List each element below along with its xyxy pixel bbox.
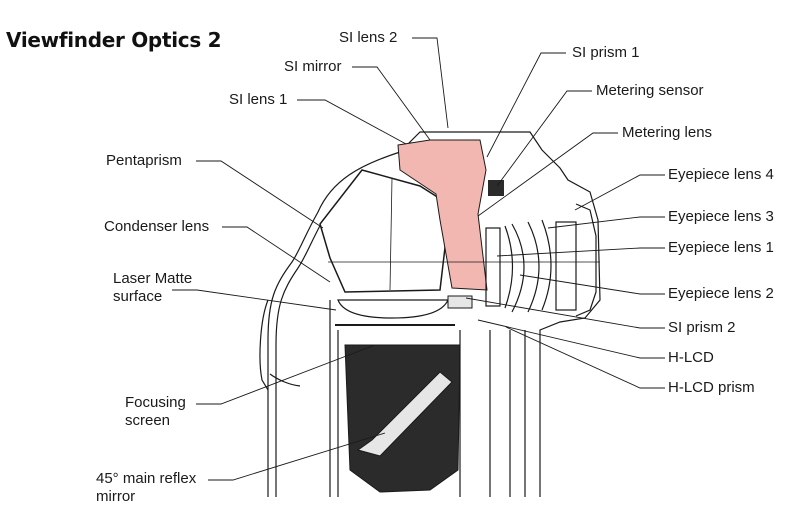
main-reflex-mirror-shape: [356, 371, 453, 457]
label-eyepiece-lens-3: Eyepiece lens 3: [668, 208, 774, 225]
eyepiece-group: [485, 203, 597, 317]
label-si-mirror: SI mirror: [284, 58, 342, 75]
h-lcd-shape: [447, 295, 473, 309]
label-metering-sensor: Metering sensor: [596, 82, 704, 99]
frame-lines: [329, 300, 526, 497]
pentaprism-edge: [389, 177, 393, 291]
label-laser-matte-surface-line1: Laser Matte: [113, 270, 193, 287]
label-eyepiece-lens-1: Eyepiece lens 1: [668, 239, 774, 256]
label-condenser-lens: Condenser lens: [104, 218, 210, 235]
label-eyepiece-lens-4: Eyepiece lens 4: [668, 166, 774, 183]
label-eyepiece-lens-2: Eyepiece lens 2: [668, 285, 774, 302]
leader-lines: [172, 37, 665, 481]
label-pentaprism: Pentaprism: [106, 152, 182, 169]
label-h-lcd: H-LCD: [668, 349, 714, 366]
metering-sensor-shape: [488, 180, 504, 196]
label-h-lcd-prism: H-LCD prism: [668, 379, 755, 396]
label-si-prism-1: SI prism 1: [572, 44, 640, 61]
label-laser-matte-surface-line2: surface: [113, 288, 163, 305]
label-focusing-screen-line1: Focusing: [125, 394, 186, 411]
camera-body-outline: [259, 131, 601, 497]
condenser-lens-shape: [337, 299, 449, 319]
si-prism-shape: [397, 139, 488, 291]
pentaprism-shape: [319, 169, 451, 293]
label-si-prism-2: SI prism 2: [668, 319, 736, 336]
label-focusing-screen-line2: screen: [125, 412, 171, 429]
label-main-reflex-mirror-line2: mirror: [96, 488, 136, 505]
label-si-lens-2: SI lens 2: [339, 29, 398, 46]
label-si-lens-1: SI lens 1: [229, 91, 288, 108]
diagram-title: Viewfinder Optics 2: [6, 28, 222, 52]
label-main-reflex-mirror-line1: 45° main reflex: [96, 470, 197, 487]
label-metering-lens: Metering lens: [622, 124, 713, 141]
